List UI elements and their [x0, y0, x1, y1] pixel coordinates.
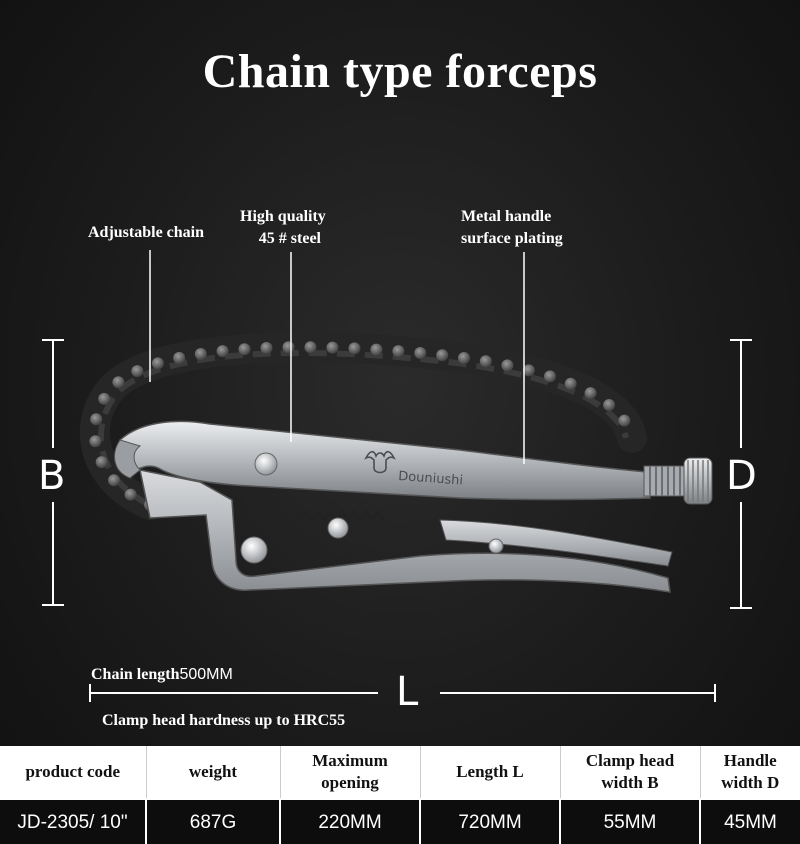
jaw-hook — [114, 439, 142, 479]
chain-pin — [216, 345, 229, 358]
chain-pin — [501, 359, 514, 372]
chain-pin — [131, 365, 144, 378]
bull-logo-icon — [364, 450, 396, 474]
callout-handle-line1: Metal handle — [461, 208, 552, 225]
chain-loop-inner — [97, 350, 629, 508]
rivet — [240, 536, 268, 564]
chain-pin — [458, 352, 470, 364]
lower-handle — [139, 469, 671, 593]
chain-pin — [173, 351, 186, 364]
chain-pin — [584, 387, 597, 400]
header-product-code: product code — [0, 746, 146, 799]
header-handle-width: Handle width D — [699, 746, 800, 799]
cell-handle-width: 45MM — [699, 798, 800, 844]
chain-pin — [95, 456, 108, 469]
chain-pin — [194, 348, 207, 360]
header-weight: weight — [145, 746, 280, 799]
chain-length-label: Chain length — [91, 666, 180, 683]
chain-pin — [238, 343, 251, 356]
chain-pin — [108, 474, 120, 487]
chain-length-value: 500MM — [179, 666, 233, 683]
page-title: Chain type forceps — [202, 45, 598, 98]
chain-pin — [618, 414, 631, 427]
dimension-l-marker — [89, 684, 716, 702]
chain-pin — [151, 357, 164, 370]
table-row: JD-2305/ 10" 687G 220MM 720MM 55MM 45MM — [0, 798, 800, 844]
callout-handle-line2: surface plating — [461, 230, 563, 247]
callout-adjustable-chain: Adjustable chain — [88, 224, 205, 241]
brand-name: Douniushi — [398, 469, 464, 488]
chain-pin — [348, 342, 361, 355]
cell-weight: 687G — [145, 798, 280, 844]
cell-clamp-head-width: 55MM — [559, 798, 700, 844]
spec-header-row: product code weight Maximum opening Leng… — [0, 746, 800, 799]
chain-pin — [522, 364, 535, 377]
chain-pin — [260, 342, 273, 354]
callout-handle: Metal handle surface plating — [461, 206, 563, 250]
rivet — [327, 517, 349, 539]
chain-pin — [98, 392, 111, 405]
chain-pin — [90, 413, 103, 426]
dimension-l-label: L — [396, 669, 419, 715]
header-clamp-head-width: Clamp head width B — [559, 746, 700, 799]
chain-pin — [564, 377, 577, 390]
chain-pin — [392, 345, 405, 358]
header-length-l: Length L — [419, 746, 560, 799]
product-illustration: Douniushi — [42, 250, 752, 702]
chain-pin — [304, 341, 317, 354]
chain-pin — [124, 488, 137, 501]
header-maximum-opening: Maximum opening — [279, 746, 420, 799]
hardness-callout: Clamp head hardness up to HRC55 — [102, 712, 346, 729]
chain-pin — [112, 376, 125, 389]
dimension-d-label: D — [726, 453, 757, 499]
cell-product-code: JD-2305/ 10" — [0, 798, 146, 844]
callout-steel-line1: High quality — [240, 208, 326, 225]
rivet — [488, 538, 504, 554]
dimension-b-marker — [42, 339, 64, 606]
dimension-b-label: B — [38, 453, 66, 499]
cell-maximum-opening: 220MM — [279, 798, 420, 844]
callout-steel: High quality 45 # steel — [240, 206, 326, 250]
chain-pin — [326, 341, 339, 354]
callout-steel-line2: 45 # steel — [258, 230, 321, 247]
spec-table: product code weight Maximum opening Leng… — [0, 746, 800, 844]
release-lever — [439, 519, 673, 567]
cell-length: 720MM — [419, 798, 560, 844]
chain-pin — [370, 343, 383, 356]
chain-pin — [414, 347, 427, 359]
chain-pin — [603, 399, 616, 411]
rivet — [254, 452, 278, 476]
chain-pin — [544, 370, 556, 383]
dimension-d-marker — [730, 339, 752, 609]
chain-pin — [282, 341, 295, 354]
chain-length-callout: Chain length500MM — [91, 664, 233, 686]
chain-pin — [479, 355, 492, 368]
spring — [298, 509, 386, 523]
chain-pin — [436, 349, 449, 362]
chain-pins — [89, 341, 631, 511]
chain-pin — [89, 435, 102, 448]
